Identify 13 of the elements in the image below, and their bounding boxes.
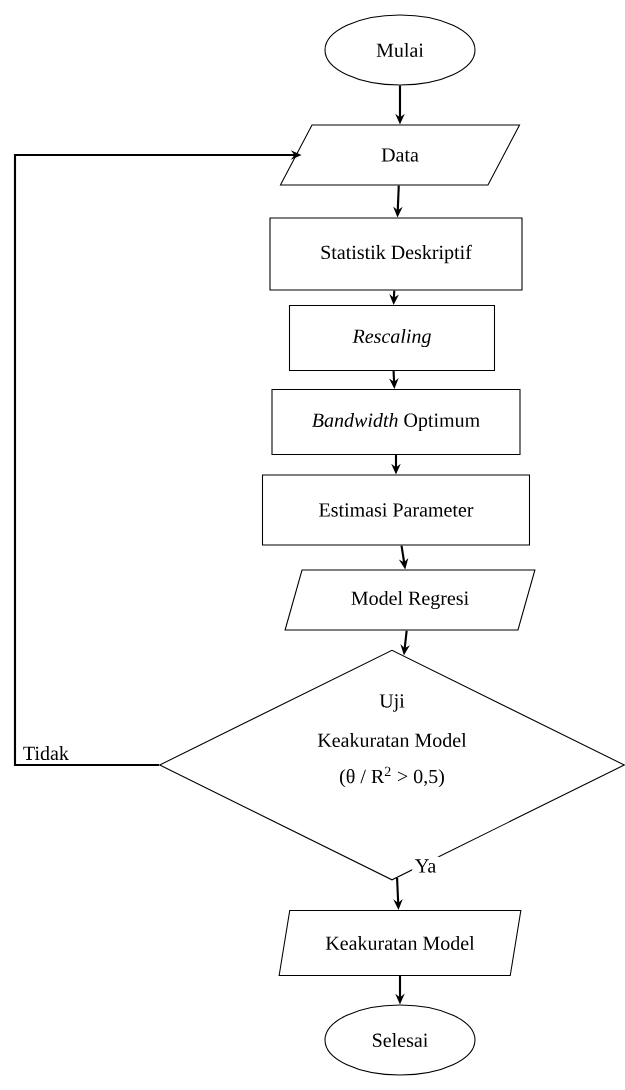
edge-label: Ya (412, 856, 439, 876)
process-box: Statistik Deskriptif (269, 217, 523, 291)
process-box: Rescaling (288, 305, 496, 372)
edge-label: Tidak (20, 743, 72, 763)
process-box: Estimasi Parameter (261, 474, 531, 546)
diamond-text: Keakuratan Model (317, 733, 467, 748)
data-parallelogram: Data (279, 124, 521, 186)
diamond-text: (θ / R$^{2}$ > 0,5) (340, 766, 444, 788)
decision-diamond (158, 649, 625, 881)
process-box: Bandwidth Optimum (271, 388, 521, 456)
diamond-text: Uji (379, 694, 405, 712)
data-parallelogram: Keakuratan Model (278, 909, 522, 977)
data-parallelogram: Model Regresi (284, 569, 536, 631)
